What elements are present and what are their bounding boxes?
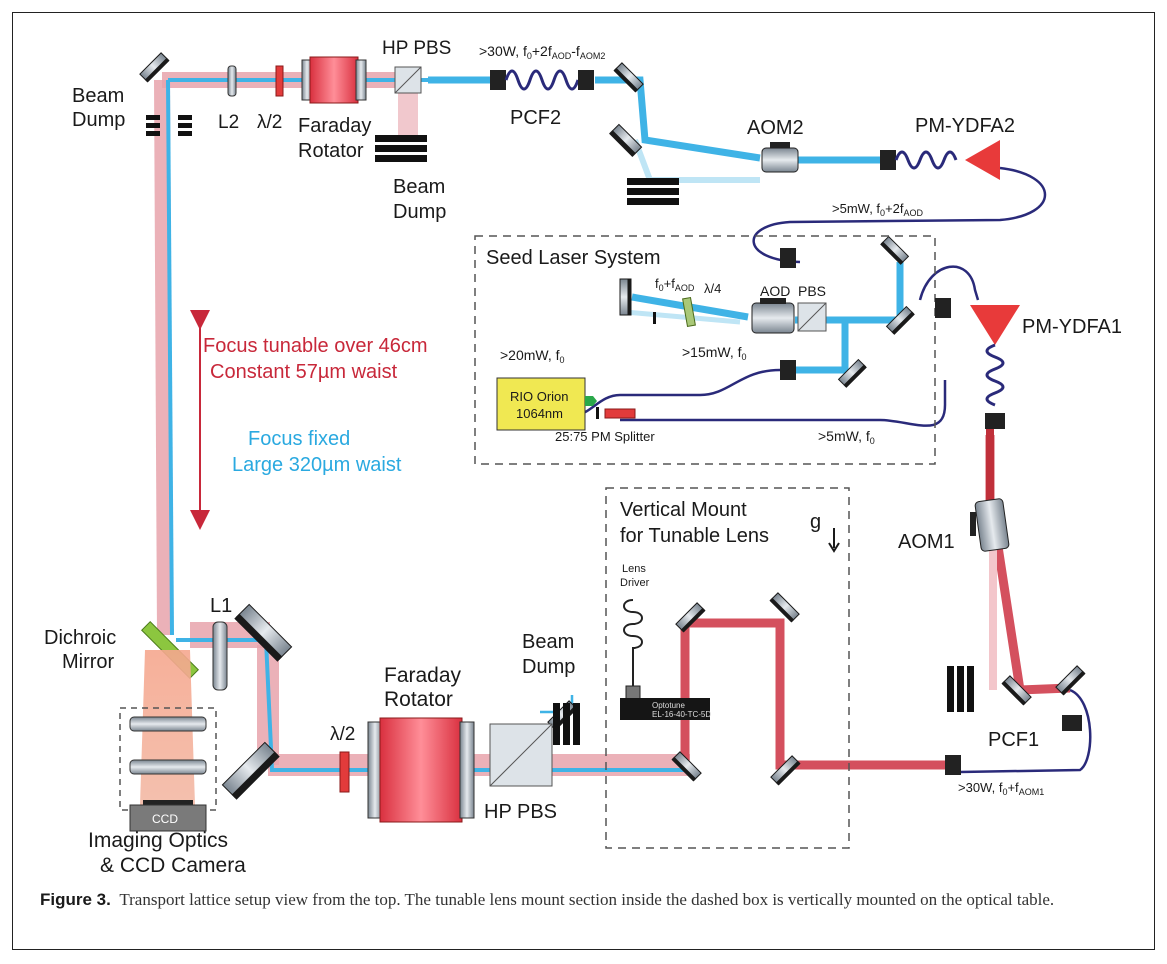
dichroic-label-1: Dichroic <box>44 627 116 649</box>
hp-pbs-bottom-label: HP PBS <box>484 801 557 823</box>
lens-l2 <box>227 65 237 97</box>
beam-dumps <box>146 115 974 745</box>
caption-label: Figure 3. <box>40 890 111 909</box>
hp-pbs-top <box>394 66 422 94</box>
faraday-bottom-label-2: Rotator <box>384 688 453 711</box>
lens-driver-assembly <box>620 599 710 720</box>
pm-ydfa1 <box>970 305 1020 429</box>
aom1-device <box>970 498 1010 552</box>
lens-driver-label-2: Driver <box>620 577 650 589</box>
bottom-optics <box>212 621 553 823</box>
rio-name-label-1: RIO Orion <box>510 389 569 404</box>
beam-dump-left-label-1: Beam <box>72 85 124 107</box>
faraday-rotator-bottom <box>379 717 463 823</box>
half-waveplate-top <box>275 65 284 97</box>
aod-label: AOD <box>760 283 790 299</box>
pcf2-fiber <box>490 69 594 91</box>
vertical-mount-label-1: Vertical Mount <box>620 499 747 521</box>
beam-dump-bottom-label-1: Beam <box>522 631 574 653</box>
lens-l1 <box>212 621 228 691</box>
gravity-label: g <box>810 511 821 533</box>
l2-label: L2 <box>218 112 239 133</box>
figure-caption: Figure 3. Transport lattice setup view f… <box>40 889 1140 911</box>
ccd-label: CCD <box>152 812 178 826</box>
pcf1-fiber <box>945 715 1082 775</box>
half-waveplate-bottom <box>339 751 350 793</box>
focus-fixed-label-2: Large 320µm waist <box>232 454 402 476</box>
aom2-label: AOM2 <box>747 117 804 139</box>
focus-fixed-label-1: Focus fixed <box>248 428 350 450</box>
pm-ydfa1-label: PM-YDFA1 <box>1022 316 1122 338</box>
focus-tunable-label-1: Focus tunable over 46cm <box>203 335 428 357</box>
beam-dump-bottom-label-2: Dump <box>522 656 575 678</box>
beam-dump-top-label-2: Dump <box>393 201 446 223</box>
l1-label: L1 <box>210 595 232 617</box>
faraday-top-label-2: Rotator <box>298 140 364 162</box>
caption-text: Transport lattice setup view from the to… <box>119 890 1055 909</box>
pcf1-power-label: >30W, f0+fAOM1 <box>958 780 1044 797</box>
imaging-optics <box>119 650 217 832</box>
figure-frame <box>12 12 1155 950</box>
mirrors <box>139 52 1086 800</box>
faraday-rotator-top <box>309 56 359 104</box>
rio-power-label: >20mW, f0 <box>500 347 565 365</box>
lens-driver-label-1: Lens <box>622 563 646 575</box>
hp-pbs-bottom <box>489 723 553 787</box>
ydfa2-power-label: >5mW, f0+2fAOD <box>832 201 924 218</box>
pcf1-label: PCF1 <box>988 729 1039 751</box>
vertical-mount-box <box>605 487 850 849</box>
aom1-label: AOM1 <box>898 531 955 553</box>
power-5-label: >5mW, f0 <box>818 428 875 446</box>
half-wave-top-label: λ/2 <box>257 112 282 133</box>
top-optics <box>227 56 422 104</box>
red-beam-paths <box>680 435 1071 770</box>
pcf2-label: PCF2 <box>510 107 561 129</box>
hp-pbs-top-label: HP PBS <box>382 38 451 59</box>
pbs-label: PBS <box>798 283 826 299</box>
pm-ydfa2 <box>880 140 1000 180</box>
vertical-mount-label-2: for Tunable Lens <box>620 525 769 547</box>
rio-orion-laser <box>496 377 586 431</box>
half-wave-bottom-label: λ/2 <box>330 724 355 745</box>
focus-tunable-label-2: Constant 57µm waist <box>210 361 398 383</box>
diagram-labels: Beam Dump L2 λ/2 Faraday Rotator HP PBS … <box>44 38 1122 877</box>
quarter-wave-label: λ/4 <box>704 281 721 296</box>
pm-ydfa2-label: PM-YDFA2 <box>915 115 1015 137</box>
seed-laser-box <box>474 235 936 465</box>
rio-name-label-2: 1064nm <box>516 406 563 421</box>
seed-f0-faod-label: f0+fAOD <box>655 276 695 293</box>
power-15-label: >15mW, f0 <box>682 344 747 362</box>
seed-laser-title: Seed Laser System <box>486 247 661 269</box>
blue-beam-paths-thick <box>428 76 904 374</box>
faraday-bottom-label-1: Faraday <box>384 664 462 687</box>
imaging-label-2: & CCD Camera <box>100 854 246 877</box>
pcf2-power-label: >30W, f0+2fAOD-fAOM2 <box>479 43 605 61</box>
dichroic-label-2: Mirror <box>62 651 115 673</box>
faraday-top-label-1: Faraday <box>298 115 371 137</box>
optotune-label-1: Optotune <box>652 701 685 710</box>
splitter-label: 25:75 PM Splitter <box>555 429 655 444</box>
beam-dump-top-label-1: Beam <box>393 176 445 198</box>
imaging-label-1: Imaging Optics <box>88 829 228 852</box>
optotune-label-2: EL-16-40-TC-5D <box>652 710 711 719</box>
seed-internals <box>496 248 951 431</box>
beam-dump-left-label-2: Dump <box>72 109 125 131</box>
aom2-device <box>761 142 799 173</box>
